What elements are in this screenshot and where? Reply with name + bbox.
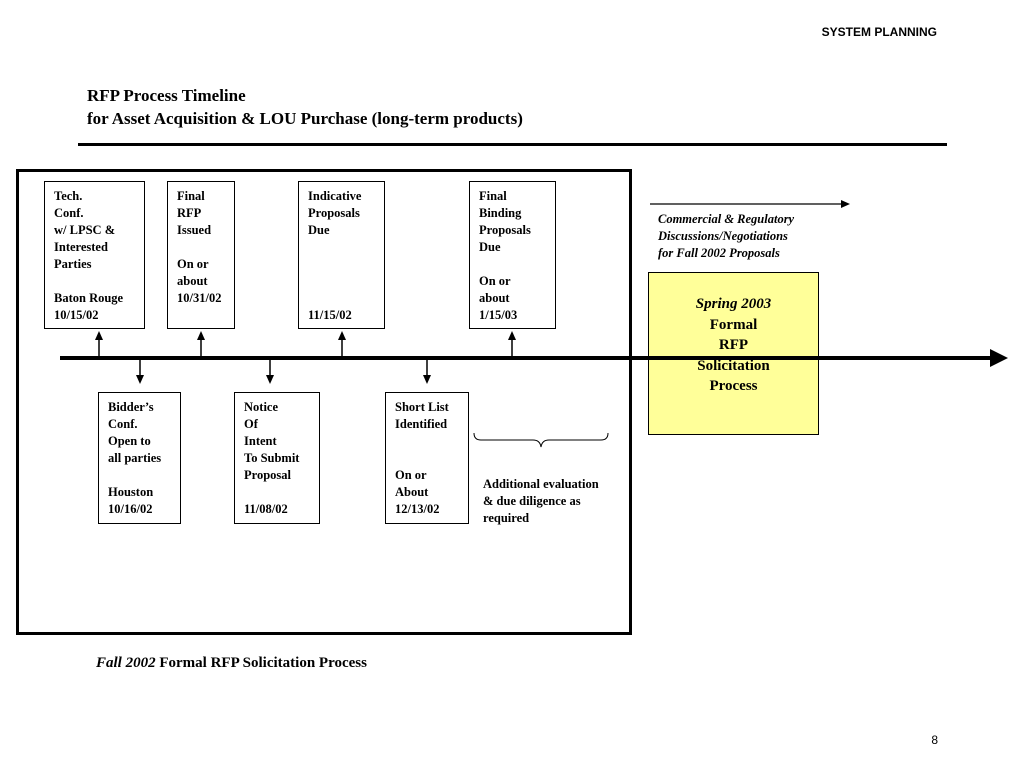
up-arrow-icon <box>197 331 205 356</box>
down-arrow-icon <box>266 360 274 384</box>
brace-icon <box>473 432 609 448</box>
commercial-regulatory-note: Commercial & Regulatory Discussions/Nego… <box>658 211 794 262</box>
milestone-text: Bidder’s <box>108 400 154 414</box>
spring-line: Solicitation <box>697 357 770 374</box>
milestone-text: Parties <box>54 257 92 271</box>
caption-italic: Fall 2002 <box>96 655 156 671</box>
down-arrow-icon <box>423 360 431 384</box>
milestone-date: 1/15/03 <box>479 308 518 322</box>
milestone-text: On or <box>479 274 511 288</box>
milestone-date: 10/31/02 <box>177 291 222 305</box>
title-line-2: for Asset Acquisition & LOU Purchase (lo… <box>87 109 523 128</box>
note-line: Commercial & Regulatory <box>658 212 795 226</box>
milestone-text: Proposals <box>479 223 531 237</box>
timeline-arrowhead-icon <box>990 349 1008 367</box>
header-label: SYSTEM PLANNING <box>821 25 937 39</box>
fall-2002-frame <box>16 169 632 635</box>
spring-line: Process <box>709 378 758 394</box>
up-arrow-icon <box>95 331 103 356</box>
title-rule <box>78 143 947 146</box>
page-number: 8 <box>931 733 938 747</box>
milestone-text: To Submit <box>244 451 300 465</box>
up-arrow-icon <box>338 331 346 356</box>
milestone-text: Baton Rouge <box>54 291 124 305</box>
milestone-text: On or <box>395 468 427 482</box>
up-arrow-icon <box>508 331 516 356</box>
milestone-text: Due <box>308 223 330 237</box>
milestone-bidders-conf: Bidder’s Conf. Open to all parties Houst… <box>98 392 181 524</box>
milestone-text: Proposals <box>308 206 360 220</box>
note-line: & due diligence as <box>483 494 581 508</box>
note-line: required <box>483 511 530 525</box>
note-line: Additional evaluation <box>483 477 599 491</box>
milestone-text: Of <box>244 417 258 431</box>
milestone-tech-conf: Tech. Conf. w/ LPSC & Interested Parties… <box>44 181 145 329</box>
evaluation-note: Additional evaluation & due diligence as… <box>483 476 599 527</box>
milestone-text: Houston <box>108 485 154 499</box>
milestone-date: 10/16/02 <box>108 502 153 516</box>
milestone-final-binding-proposals: Final Binding Proposals Due On or about … <box>469 181 556 329</box>
milestone-text: Intent <box>244 434 277 448</box>
milestone-text: about <box>177 274 208 288</box>
milestone-date: 10/15/02 <box>54 308 99 322</box>
milestone-text: On or <box>177 257 209 271</box>
milestone-date: 12/13/02 <box>395 502 440 516</box>
title-line-1: RFP Process Timeline <box>87 86 246 105</box>
milestone-text: Identified <box>395 417 448 431</box>
milestone-text: Conf. <box>54 206 84 220</box>
milestone-text: Interested <box>54 240 108 254</box>
milestone-date: 11/15/02 <box>308 308 352 322</box>
milestone-text: Final <box>177 189 205 203</box>
milestone-text: Proposal <box>244 468 291 482</box>
milestone-text: About <box>395 485 429 499</box>
negotiation-arrow-icon <box>650 200 850 208</box>
milestone-text: all parties <box>108 451 162 465</box>
milestone-text: RFP <box>177 206 202 220</box>
milestone-text: Issued <box>177 223 212 237</box>
spring-line: RFP <box>718 337 749 353</box>
milestone-notice-of-intent: Notice Of Intent To Submit Proposal 11/0… <box>234 392 320 524</box>
milestone-text: Binding <box>479 206 522 220</box>
note-line: Discussions/Negotiations <box>658 229 788 243</box>
milestone-date: 11/08/02 <box>244 502 288 516</box>
down-arrow-icon <box>136 360 144 384</box>
milestone-text: Tech. <box>54 189 83 203</box>
spring-title: Spring 2003 <box>695 296 772 312</box>
spring-line: Formal <box>709 316 758 333</box>
note-line: for Fall 2002 Proposals <box>658 246 780 260</box>
spring-2003-box: Spring 2003 Formal RFP Solicitation Proc… <box>648 272 819 435</box>
milestone-text: w/ LPSC & <box>54 223 116 237</box>
caption-rest: Formal RFP Solicitation Process <box>155 655 367 671</box>
milestone-text: Conf. <box>108 417 138 431</box>
milestone-text: Final <box>479 189 507 203</box>
caption: Fall 2002 Formal RFP Solicitation Proces… <box>96 655 367 672</box>
milestone-final-rfp-issued: Final RFP Issued On or about 10/31/02 <box>167 181 235 329</box>
page-title: RFP Process Timeline for Asset Acquisiti… <box>87 84 523 130</box>
milestone-text: Notice <box>244 400 279 414</box>
milestone-text: about <box>479 291 510 305</box>
milestone-indicative-proposals: Indicative Proposals Due 11/15/02 <box>298 181 385 329</box>
milestone-text: Due <box>479 240 501 254</box>
milestone-text: Short List <box>395 400 449 414</box>
milestone-short-list: Short List Identified On or About 12/13/… <box>385 392 469 524</box>
milestone-text: Open to <box>108 434 151 448</box>
milestone-text: Indicative <box>308 189 362 203</box>
